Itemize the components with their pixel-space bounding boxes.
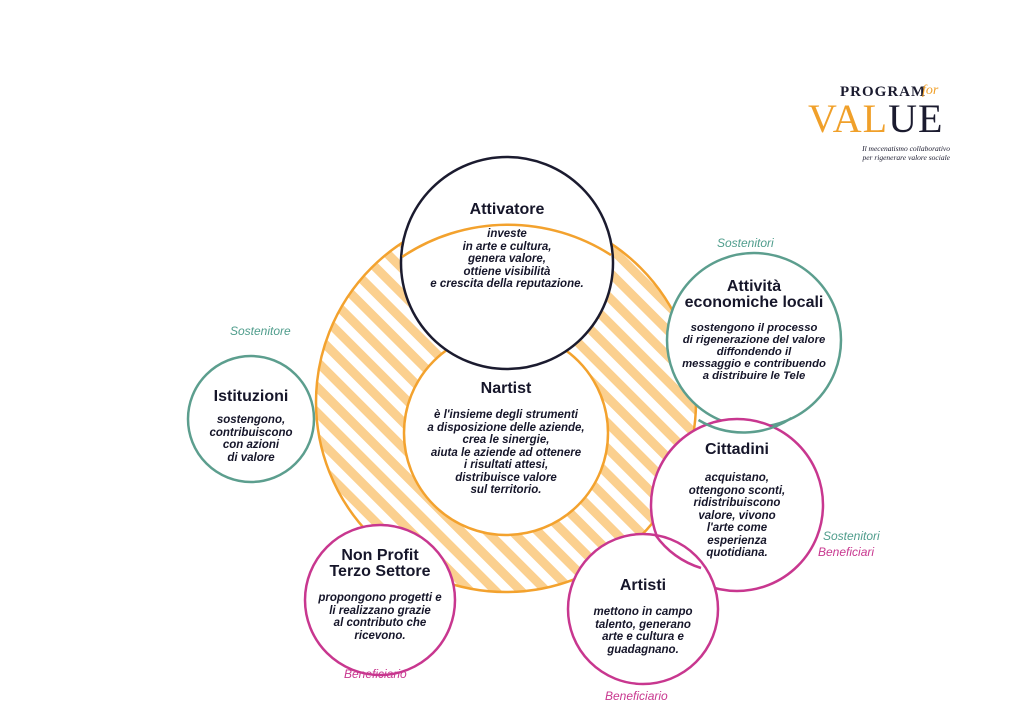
cittadini-title: Cittadini — [705, 441, 769, 458]
istituzioni-title: Istituzioni — [213, 388, 289, 405]
desc-line: diffondendo il — [716, 346, 792, 358]
title-line: economiche locali — [684, 294, 824, 311]
attivatore-circle — [399, 155, 615, 371]
desc-line: i risultati attesi, — [463, 459, 549, 471]
cittadini-circle — [649, 417, 825, 593]
orange-ring-overlap-arc — [401, 223, 612, 258]
desc-line: a distribuire le Tele — [702, 370, 806, 382]
logo-value-part2: UE — [888, 96, 944, 141]
desc-line: mettono in campo — [593, 606, 693, 618]
nonprofit-role-label: Beneficiario — [344, 667, 407, 681]
desc-line: distribuisce valore — [455, 471, 557, 484]
desc-line: sul territorio. — [470, 484, 542, 496]
istituzioni-circle — [186, 354, 316, 484]
attivita-role-label: Sostenitori — [717, 236, 774, 250]
artisti-circle — [566, 532, 720, 686]
desc-line: acquistano, — [705, 472, 769, 484]
logo-tagline-line: Il mecenatismo collaborativo — [862, 144, 950, 153]
desc-line: ridistribuiscono — [693, 497, 781, 509]
desc-line: e crescita della reputazione. — [430, 278, 584, 290]
artisti-title: Artisti — [619, 577, 667, 594]
attivita-title: Attività economiche locali — [669, 279, 839, 311]
artisti-role-label: Beneficiario — [605, 689, 668, 703]
cittadini-role-label-beneficiari: Beneficiari — [818, 545, 875, 559]
desc-line: talento, generano — [595, 618, 691, 631]
nartist-title: Nartist — [480, 380, 532, 397]
title-line: Non Profit — [341, 547, 419, 564]
desc-line: in arte e cultura, — [462, 240, 552, 253]
desc-line: a disposizione delle aziende, — [427, 421, 585, 434]
desc-line: genera valore, — [468, 253, 546, 265]
desc-line: investe — [487, 228, 527, 240]
desc-line: quotidiana. — [706, 547, 768, 559]
title-line: Terzo Settore — [329, 563, 431, 580]
logo-tagline-line: per rigenerare valore sociale — [862, 152, 950, 162]
istituzioni-role-label: Sostenitore — [230, 324, 291, 338]
istituzioni-node: Istituzioni sostengono, contribuiscono c… — [196, 389, 306, 464]
desc-line: di valore — [227, 451, 275, 464]
attivatore-node: Attivatore investe in arte e cultura, ge… — [407, 202, 607, 291]
attivita-node: Attività economiche locali sostengono il… — [669, 279, 839, 383]
title-line: Attività — [726, 278, 782, 295]
attivatore-title: Attivatore — [469, 201, 545, 218]
artisti-description: mettono in campo talento, generano arte … — [578, 606, 708, 656]
logo-tagline: Il mecenatismo collaborativo per rigener… — [820, 144, 950, 162]
attivita-description: sostengono il processo di rigenerazione … — [669, 322, 839, 382]
desc-line: ricevono. — [354, 629, 406, 642]
logo-value-part1: VAL — [808, 96, 889, 141]
logo-value-wordmark: VALUE — [808, 97, 943, 141]
desc-line: arte e cultura e — [602, 631, 684, 643]
desc-line: l'arte come — [706, 522, 768, 534]
desc-line: è l'insieme degli strumenti — [434, 409, 578, 421]
attivatore-description: investe in arte e cultura, genera valore… — [407, 228, 607, 291]
desc-line: al contributo che — [333, 617, 427, 629]
desc-line: sostengono il processo — [690, 322, 818, 334]
desc-line: propongono progetti e — [318, 592, 442, 604]
cittadini-overlap-arc — [654, 534, 702, 570]
desc-line: di rigenerazione del valore — [682, 334, 826, 346]
desc-line: esperienza — [707, 534, 767, 547]
desc-line: ottengono sconti, — [688, 484, 786, 497]
cittadini-role-label-sostenitori: Sostenitori — [823, 529, 880, 543]
nartist-node: Nartist è l'insieme degli strumenti a di… — [406, 381, 606, 497]
nonprofit-node: Non Profit Terzo Settore propongono prog… — [310, 548, 450, 642]
artisti-node: Artisti mettono in campo talento, genera… — [578, 578, 708, 656]
attivita-overlap-arc — [697, 416, 793, 434]
desc-line: ottiene visibilità — [463, 265, 551, 278]
desc-line: aiuta le aziende ad ottenere — [430, 446, 582, 459]
desc-line: li realizzano grazie — [329, 604, 431, 617]
logo-program-text: PROGRAM — [840, 84, 927, 100]
desc-line: guadagnano. — [607, 643, 679, 656]
desc-line: messaggio e contribuendo — [682, 358, 826, 370]
nonprofit-title: Non Profit Terzo Settore — [310, 548, 450, 580]
desc-line: valore, vivono — [698, 509, 776, 522]
desc-line: contribuiscono — [209, 426, 293, 439]
desc-line: con azioni — [222, 439, 280, 451]
nonprofit-description: propongono progetti e li realizzano graz… — [310, 592, 450, 642]
desc-line: crea le sinergie, — [462, 434, 550, 446]
logo-for-text: for — [922, 83, 939, 98]
cittadini-node: Cittadini acquistano, ottengono sconti, … — [677, 442, 797, 560]
istituzioni-description: sostengono, contribuiscono con azioni di… — [196, 414, 306, 464]
nartist-description: è l'insieme degli strumenti a disposizio… — [406, 409, 606, 497]
program-for-value-logo: PROGRAM for VALUE Il mecenatismo collabo… — [800, 83, 950, 164]
desc-line: sostengono, — [216, 414, 286, 426]
cittadini-description: acquistano, ottengono sconti, ridistribu… — [677, 472, 797, 560]
nonprofit-circle — [303, 523, 457, 677]
